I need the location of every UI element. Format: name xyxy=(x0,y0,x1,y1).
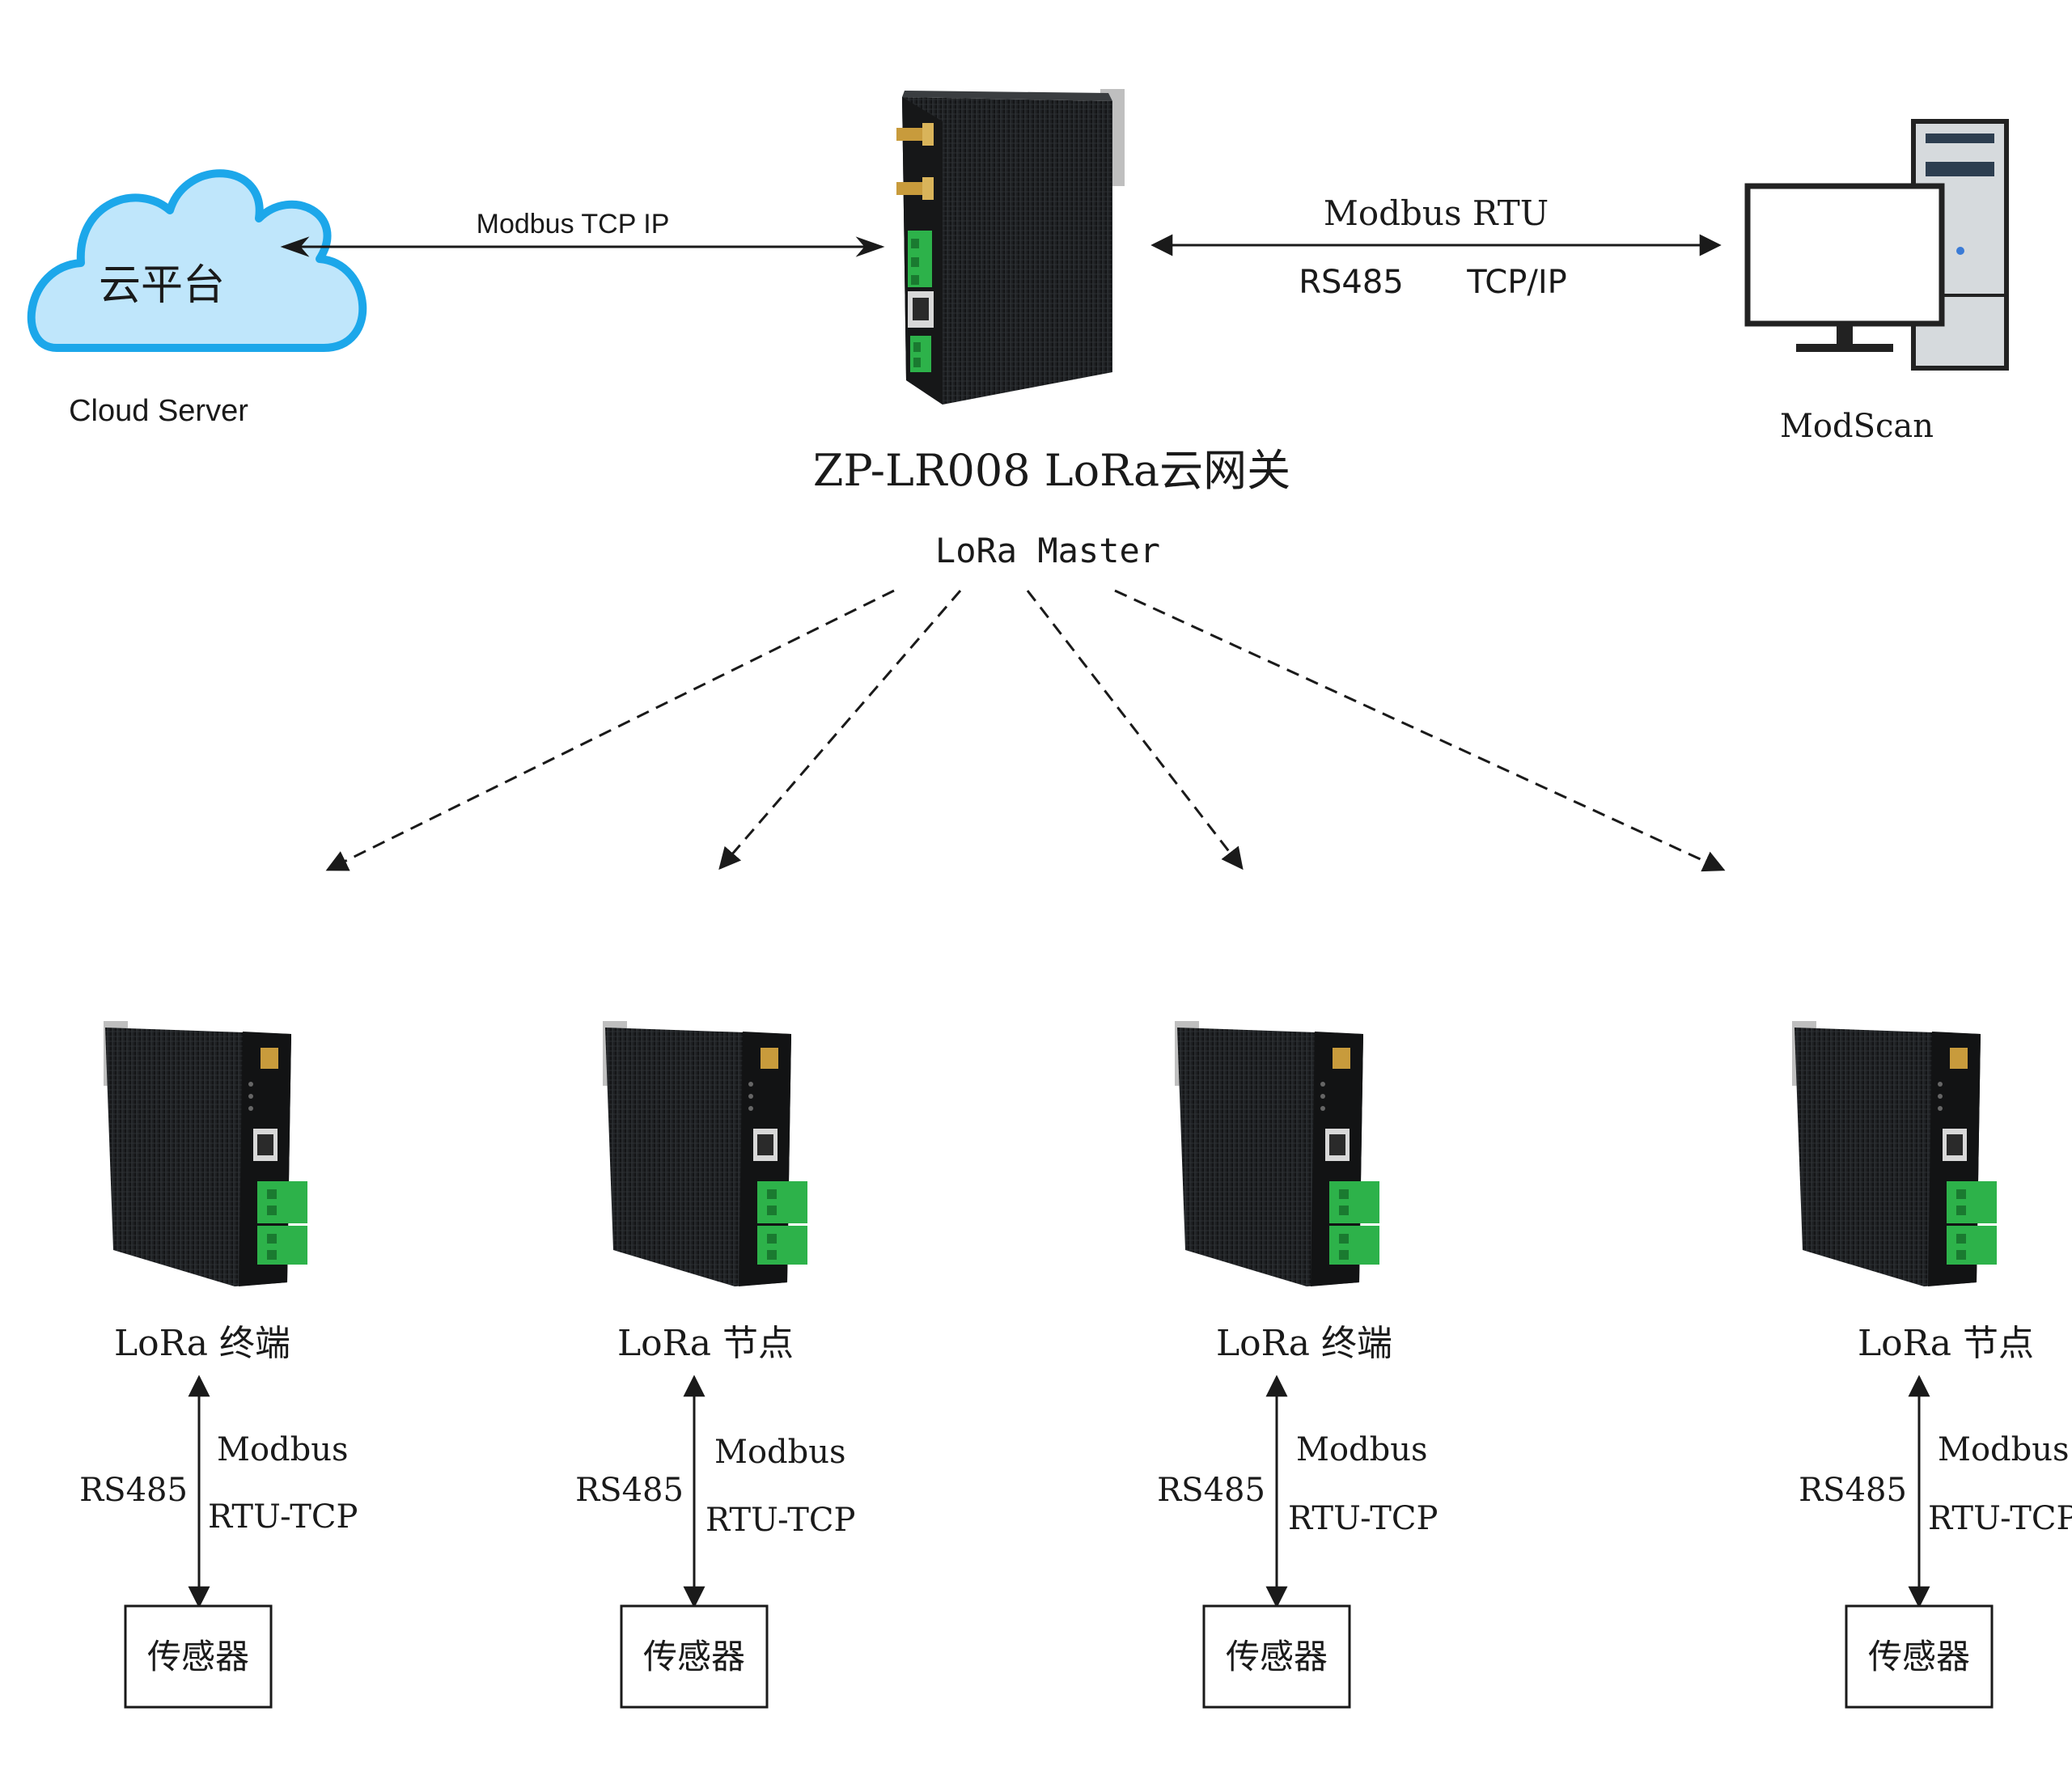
node-iface: RS485 xyxy=(79,1472,188,1509)
node-proto-2: RTU-TCP xyxy=(705,1502,855,1539)
pc-caption: ModScan xyxy=(1780,408,1934,445)
gateway-role: LoRa Master xyxy=(935,531,1160,570)
wireless-link-node-2 xyxy=(718,590,962,871)
wireless-link-node-4 xyxy=(1114,589,1726,872)
node-proto-1: Modbus xyxy=(217,1431,349,1468)
cloud-icon xyxy=(27,169,367,352)
sensor-box xyxy=(1202,1604,1351,1709)
node-group-3: LoRa 终端 RS485 Modbus RTU-TCP 传感器 xyxy=(1157,1021,1438,1709)
lora-node-device-icon xyxy=(1175,1021,1379,1286)
desktop-computer-icon xyxy=(1744,119,2009,371)
node-iface: RS485 xyxy=(575,1472,684,1509)
node-group-4: LoRa 节点 RS485 Modbus RTU-TCP 传感器 xyxy=(1792,1021,2072,1709)
gateway-pc-link: Modbus RTU RS485 TCP/IP xyxy=(1150,193,1722,301)
lora-node-device-icon xyxy=(104,1021,307,1286)
node-proto-2: RTU-TCP xyxy=(1288,1500,1438,1537)
node-group-2: LoRa 节点 RS485 Modbus RTU-TCP 传感器 xyxy=(575,1021,855,1709)
node-name: LoRa 节点 xyxy=(1858,1323,2034,1364)
node-proto-1: Modbus xyxy=(714,1434,846,1471)
node-iface: RS485 xyxy=(1799,1472,1907,1509)
sensor-label: 传感器 xyxy=(643,1637,745,1676)
node-iface: RS485 xyxy=(1157,1472,1265,1509)
gateway-device-icon xyxy=(896,89,1125,405)
node-name: LoRa 终端 xyxy=(114,1323,290,1364)
node-name: LoRa 节点 xyxy=(617,1323,794,1364)
cloud-group: 云平台 Cloud Server xyxy=(27,169,367,428)
cloud-link-protocol: Modbus TCP IP xyxy=(477,209,670,239)
sensor-label: 传感器 xyxy=(1226,1637,1328,1676)
cloud-caption: Cloud Server xyxy=(69,394,248,428)
wireless-link-node-1 xyxy=(325,589,895,871)
node-proto-2: RTU-TCP xyxy=(1928,1500,2072,1537)
cloud-gateway-link: Modbus TCP IP xyxy=(280,209,885,257)
wireless-link-node-3 xyxy=(1026,590,1244,871)
node-proto-1: Modbus xyxy=(1938,1431,2070,1468)
sensor-label: 传感器 xyxy=(1868,1637,1970,1676)
lora-node-device-icon xyxy=(1792,1021,1997,1286)
pc-link-protocol: Modbus RTU xyxy=(1324,193,1549,233)
pc-link-iface-rs485: RS485 xyxy=(1299,264,1404,301)
sensor-box xyxy=(124,1604,273,1709)
node-group-1: LoRa 终端 RS485 Modbus RTU-TCP 传感器 xyxy=(79,1021,358,1709)
wireless-links xyxy=(325,589,1726,872)
sensor-box xyxy=(620,1604,769,1709)
gateway-title: ZP-LR008 LoRa云网关 xyxy=(813,445,1290,496)
pc-link-iface-tcpip: TCP/IP xyxy=(1466,264,1567,301)
sensor-box xyxy=(1845,1604,1994,1709)
cloud-label: 云平台 xyxy=(99,261,225,310)
sensor-label: 传感器 xyxy=(147,1637,249,1676)
node-name: LoRa 终端 xyxy=(1216,1323,1392,1364)
node-proto-1: Modbus xyxy=(1296,1431,1428,1468)
lora-node-device-icon xyxy=(603,1021,807,1286)
node-proto-2: RTU-TCP xyxy=(208,1498,358,1536)
